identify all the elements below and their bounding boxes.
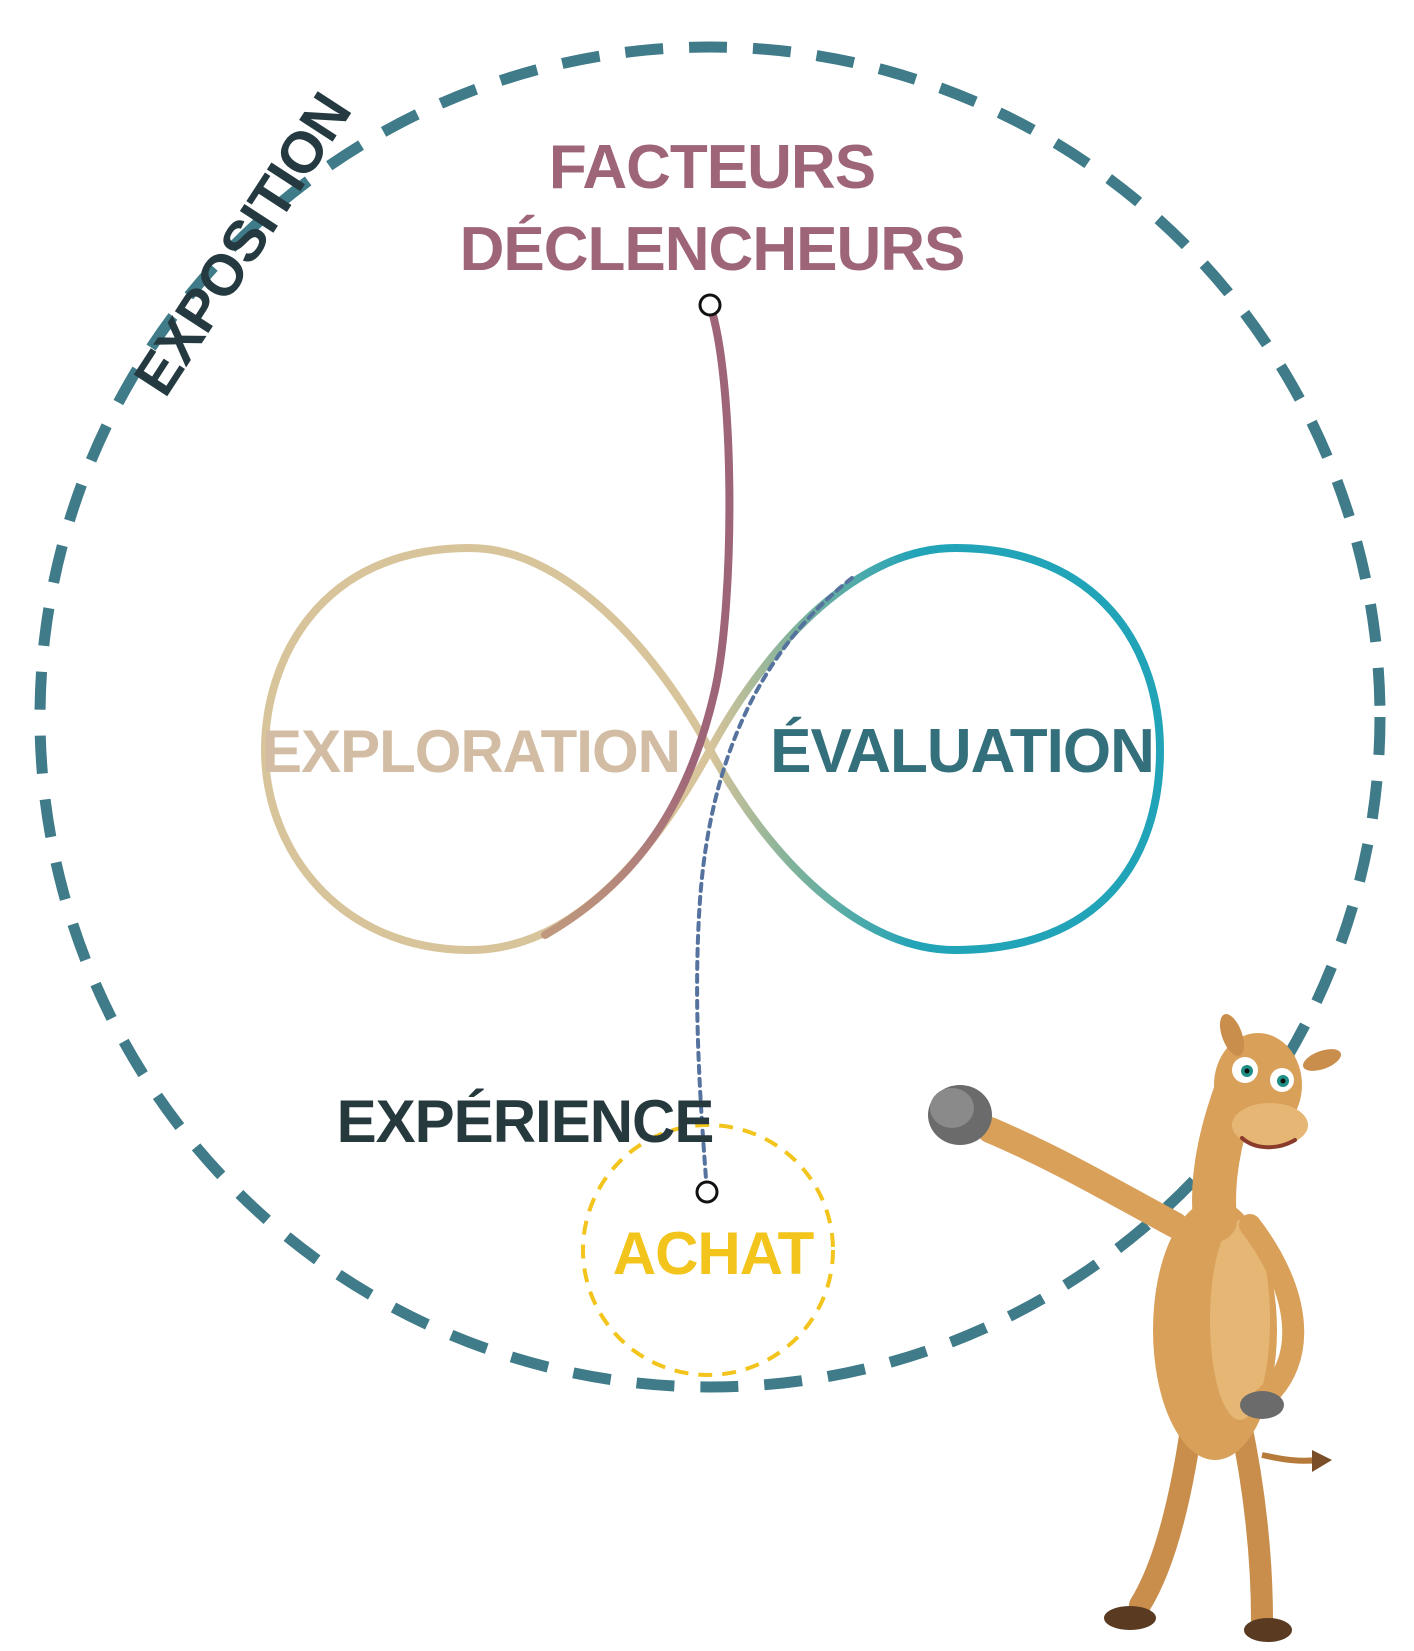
evaluation-loop <box>705 543 1165 955</box>
exploration-label: EXPLORATION <box>262 718 680 785</box>
purchase-point <box>695 1180 719 1204</box>
exposition-label: EXPOSITION <box>122 82 364 406</box>
trigger-label-line1: FACTEURS <box>549 133 875 202</box>
trigger-label-line2: DÉCLENCHEURS <box>460 215 965 284</box>
purchase-circle <box>581 1123 835 1377</box>
evaluation-label: ÉVALUATION <box>770 717 1154 786</box>
trigger-point <box>698 293 722 317</box>
camel-mascot-icon <box>928 1014 1342 1642</box>
purchase-path <box>695 576 854 1194</box>
exposition-circle <box>34 41 1386 1393</box>
trigger-line <box>541 301 734 939</box>
purchase-label: ACHAT <box>613 1220 814 1287</box>
experience-label: EXPÉRIENCE <box>337 1088 714 1155</box>
